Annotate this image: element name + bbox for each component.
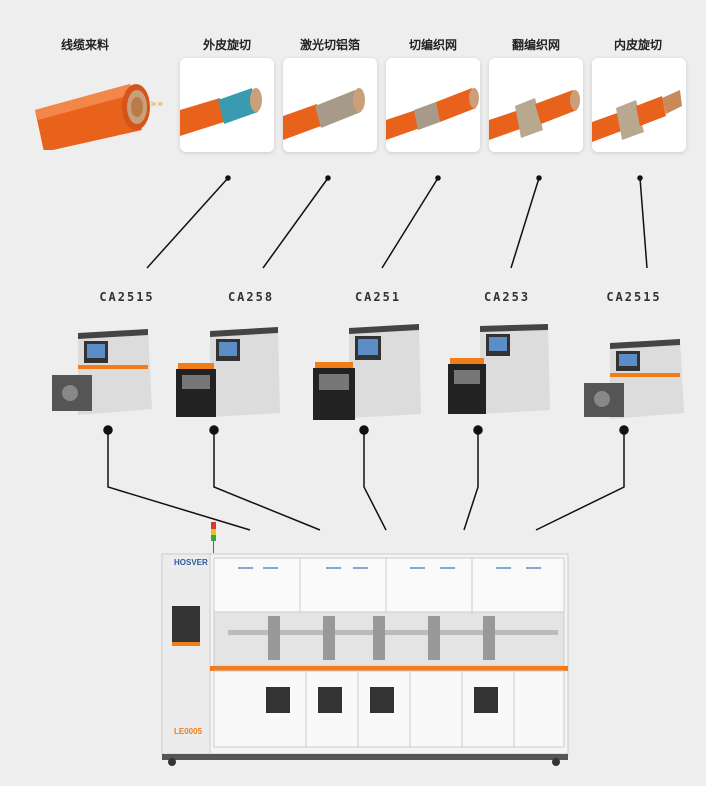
model-label-1: CA2515: [99, 290, 155, 304]
model-label-3: CA251: [354, 290, 402, 304]
model-label-4: CA253: [483, 290, 531, 304]
raw-cable-image: [35, 84, 150, 150]
step-label-outer-strip: 外皮旋切: [202, 38, 251, 52]
step-label-cut-braid: 切编织网: [408, 38, 457, 52]
model-label-2: CA258: [227, 290, 275, 304]
arrow-icon: »»: [150, 97, 163, 110]
thumb-fold-braid: [489, 58, 583, 152]
machine-ca2515-b: [584, 339, 684, 419]
thumb-outer-strip: [180, 58, 274, 152]
thumb-cut-braid: [386, 58, 480, 152]
machine-ca251: [313, 324, 421, 420]
step-label-laser-foil: 激光切铝箔: [299, 38, 360, 52]
step-label-fold-braid: 翻编织网: [511, 38, 560, 52]
thumb-inner-strip: [592, 58, 686, 152]
production-line-machine: [158, 522, 570, 767]
machine-model-plate: LE0005: [174, 727, 203, 736]
brand-logo: HOSVER: [174, 558, 208, 567]
model-label-5: CA2515: [606, 290, 662, 304]
machine-ca258: [176, 327, 280, 417]
thumb-laser-foil: [283, 58, 377, 152]
machine-ca253: [448, 324, 550, 414]
svg-text:»»: »»: [150, 97, 163, 110]
machine-ca2515-a: [52, 329, 152, 415]
step-label-inner-strip: 内皮旋切: [613, 38, 662, 52]
step-label-raw-cable: 线缆来料: [60, 38, 109, 52]
